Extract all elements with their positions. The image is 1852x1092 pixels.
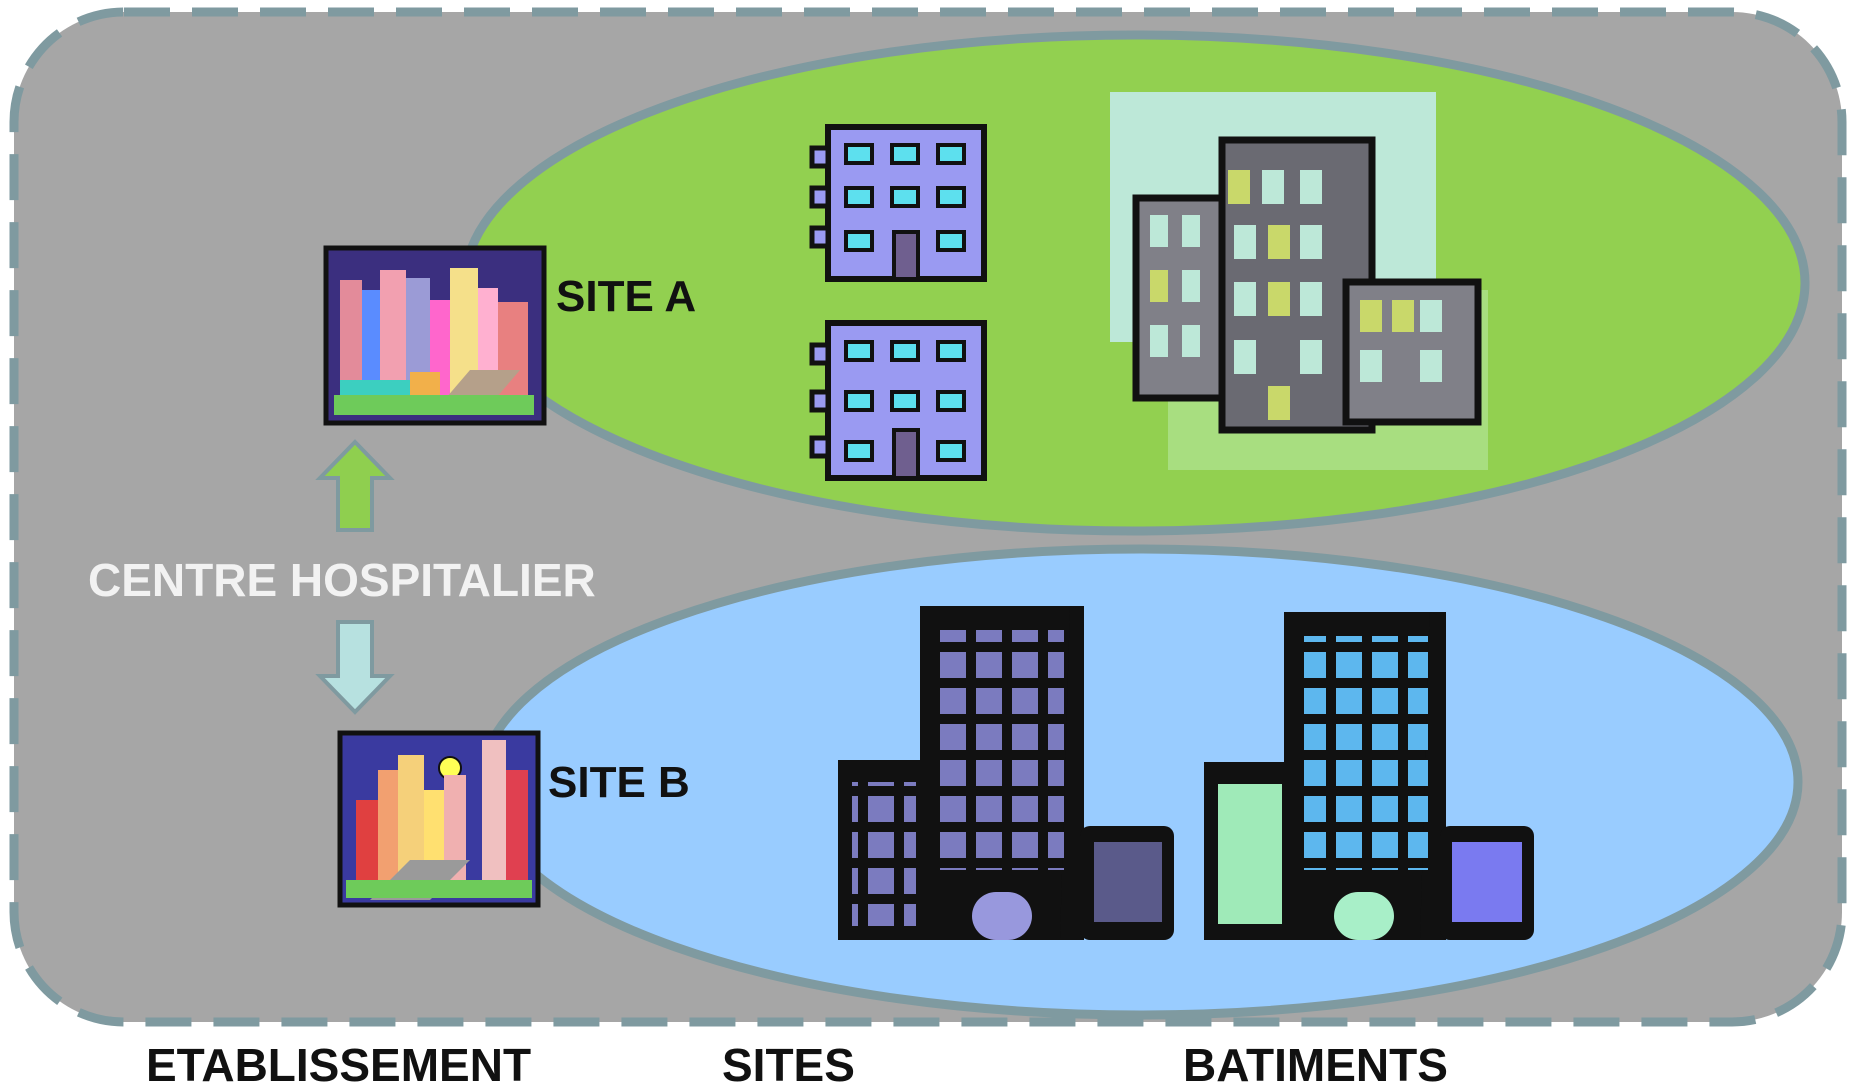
site-a-label: SITE A <box>556 272 697 321</box>
tower-block-icon <box>1204 612 1534 940</box>
arrow-up-icon <box>315 439 395 532</box>
tower-block-icon <box>838 606 1174 940</box>
sites-label: SITES <box>722 1039 855 1091</box>
site-a-city-icon <box>323 245 547 426</box>
site-b-city-icon <box>337 730 541 908</box>
centre-hospitalier-label: CENTRE HOSPITALIER <box>88 554 596 606</box>
site-b-label: SITE B <box>548 758 690 807</box>
office-tower-icon <box>1110 92 1488 470</box>
buildings-label: BATIMENTS <box>1183 1039 1448 1091</box>
small-building-icon <box>809 320 987 481</box>
establishment-label: ETABLISSEMENT <box>146 1039 532 1091</box>
arrow-down-icon <box>315 620 395 715</box>
small-building-icon <box>809 124 987 282</box>
